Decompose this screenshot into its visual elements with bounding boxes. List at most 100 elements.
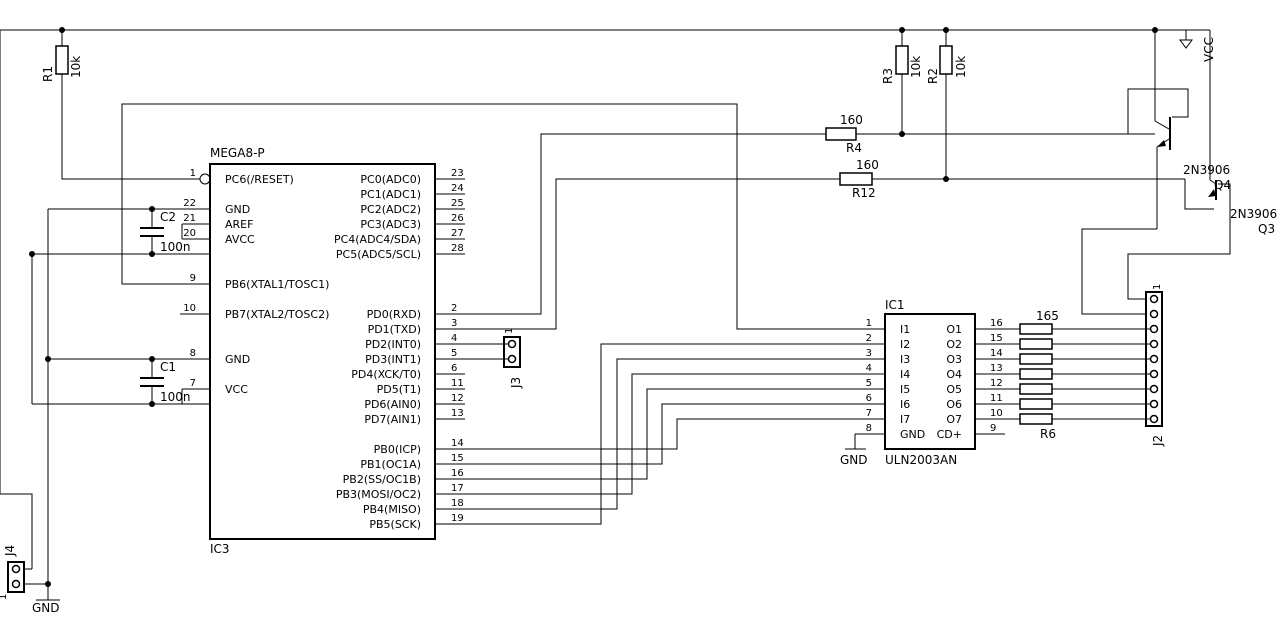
- mcu-pin-label: AVCC: [225, 233, 255, 246]
- vcc-rail: VCC: [0, 29, 1216, 180]
- c2-ref: C2: [160, 210, 176, 224]
- junctions-left: [29, 27, 155, 587]
- driver-pin-number: 7: [866, 408, 872, 419]
- output-resistor: [1019, 398, 1053, 410]
- j2-pin: [1149, 339, 1159, 349]
- transistor-q3: 2N3906 Q3: [1081, 30, 1277, 315]
- pd0-net: [465, 133, 826, 315]
- j2-ref: J2: [1151, 435, 1165, 447]
- j2-pin1: 1: [1152, 284, 1163, 290]
- left-bus-wires: GND: [0, 30, 210, 615]
- out-bottom-ref: R6: [1040, 427, 1056, 441]
- resistor-r3: R3 10k: [881, 30, 923, 134]
- connector-j2: 1 J2: [1145, 284, 1165, 447]
- driver-pin-number: 2: [866, 333, 872, 344]
- mcu-pin-label: PD4(XCK/T0): [351, 368, 421, 381]
- c2-value: 100n: [160, 240, 191, 254]
- pb6-net: [121, 103, 885, 330]
- mcu-pin-number: 9: [190, 273, 196, 284]
- driver-pin-label: I3: [900, 353, 910, 366]
- mcu-pin-number: 2: [451, 303, 457, 314]
- driver-ref: IC1: [885, 298, 905, 312]
- j2-pin: [1149, 369, 1159, 379]
- driver-pin-number: 11: [990, 393, 1003, 404]
- mcu-pin-number: 21: [183, 213, 196, 224]
- mcu-pin-number: 17: [451, 483, 464, 494]
- driver-pin-label: O2: [946, 338, 962, 351]
- mcu-pin-label: PC6(/RESET): [225, 173, 294, 186]
- driver-pin-number: 6: [866, 393, 872, 404]
- driver-pin-number: 14: [990, 348, 1003, 359]
- mcu-pin-number: 23: [451, 168, 464, 179]
- gnd-label-driver: GND: [840, 453, 868, 467]
- driver-pin-number: 3: [866, 348, 872, 359]
- mcu-pin-label: PB1(OC1A): [360, 458, 421, 471]
- driver-pin-label: CD+: [937, 428, 962, 441]
- mcu-pin-label: PD3(INT1): [365, 353, 421, 366]
- mcu-pin-number: 4: [451, 333, 457, 344]
- j2-pin: [1149, 354, 1159, 364]
- j4-pin1: 1: [0, 594, 9, 600]
- mcu-pin-label: PB2(SS/OC1B): [343, 473, 421, 486]
- mcu-pin-label: PB5(SCK): [369, 518, 421, 531]
- j2-pin: [1149, 324, 1159, 334]
- capacitor-c2: C2 100n: [140, 209, 210, 254]
- r3-value: 10k: [909, 56, 923, 78]
- driver-pin-label: O5: [946, 383, 962, 396]
- mcu-pin-label: VCC: [225, 383, 248, 396]
- driver-pin-number: 4: [866, 363, 872, 374]
- portb-nets: [465, 343, 885, 525]
- mcu-pin-number: 7: [190, 378, 196, 389]
- mcu-pin-number: 14: [451, 438, 464, 449]
- mcu-name: MEGA8-P: [210, 146, 265, 160]
- mcu-pin-label: PC3(ADC3): [360, 218, 421, 231]
- mcu-pin-label: PC2(ADC2): [360, 203, 421, 216]
- mcu-pin-label: PB3(MOSI/OC2): [336, 488, 421, 501]
- driver-pin-label: I1: [900, 323, 910, 336]
- mcu-pin-label: PB7(XTAL2/TOSC2): [225, 308, 329, 321]
- resistor-r12: 160 R12: [839, 158, 1185, 200]
- mcu-pin-number: 22: [183, 198, 196, 209]
- j2-pin: [1149, 414, 1159, 424]
- resistor-r4: 160 R4: [825, 113, 1155, 155]
- mcu-pin-number: 27: [451, 228, 464, 239]
- driver-pin-label: O1: [946, 323, 962, 336]
- mcu-pin-number: 12: [451, 393, 464, 404]
- r1-ref: R1: [41, 66, 55, 82]
- driver-pin-label: I6: [900, 398, 910, 411]
- mcu-pin-label: GND: [225, 203, 250, 216]
- mcu-ref: IC3: [210, 542, 230, 556]
- q4-part: 2N3906: [1183, 163, 1230, 177]
- driver-pin-number: 1: [866, 318, 872, 329]
- driver-pin-number: 12: [990, 378, 1003, 389]
- q4-ref: Q4: [1214, 178, 1231, 192]
- mcu-pin-number: 3: [451, 318, 457, 329]
- output-resistor: [1019, 323, 1053, 335]
- driver-pin-label: GND: [900, 428, 925, 441]
- driver-pin-label: I4: [900, 368, 910, 381]
- mcu-pin-label: PD0(RXD): [367, 308, 421, 321]
- driver-pin-number: 15: [990, 333, 1003, 344]
- c1-value: 100n: [160, 390, 191, 404]
- mcu-pin-number: 16: [451, 468, 464, 479]
- j3-ref: J3: [509, 377, 523, 389]
- r4-value: 160: [840, 113, 863, 127]
- mcu-pin-number: 8: [190, 348, 196, 359]
- vcc-label: VCC: [1202, 37, 1216, 62]
- junctions-right: [899, 27, 1158, 182]
- driver-pin-label: O4: [946, 368, 962, 381]
- driver-pin-number: 10: [990, 408, 1003, 419]
- output-resistor-bank: 165 R6: [1019, 309, 1154, 441]
- j4-ref: J4: [3, 545, 17, 557]
- mcu-right-pins: 23PC0(ADC0)24PC1(ADC1)25PC2(ADC2)26PC3(A…: [334, 168, 465, 531]
- r3-ref: R3: [881, 68, 895, 84]
- driver-pin-label: I5: [900, 383, 910, 396]
- mcu-pin-label: PC0(ADC0): [360, 173, 421, 186]
- mcu-pin-number: 6: [451, 363, 457, 374]
- mcu-pin-label: PB6(XTAL1/TOSC1): [225, 278, 329, 291]
- output-resistor: [1019, 383, 1053, 395]
- transistor-q4: 2N3906 Q4: [1127, 163, 1231, 300]
